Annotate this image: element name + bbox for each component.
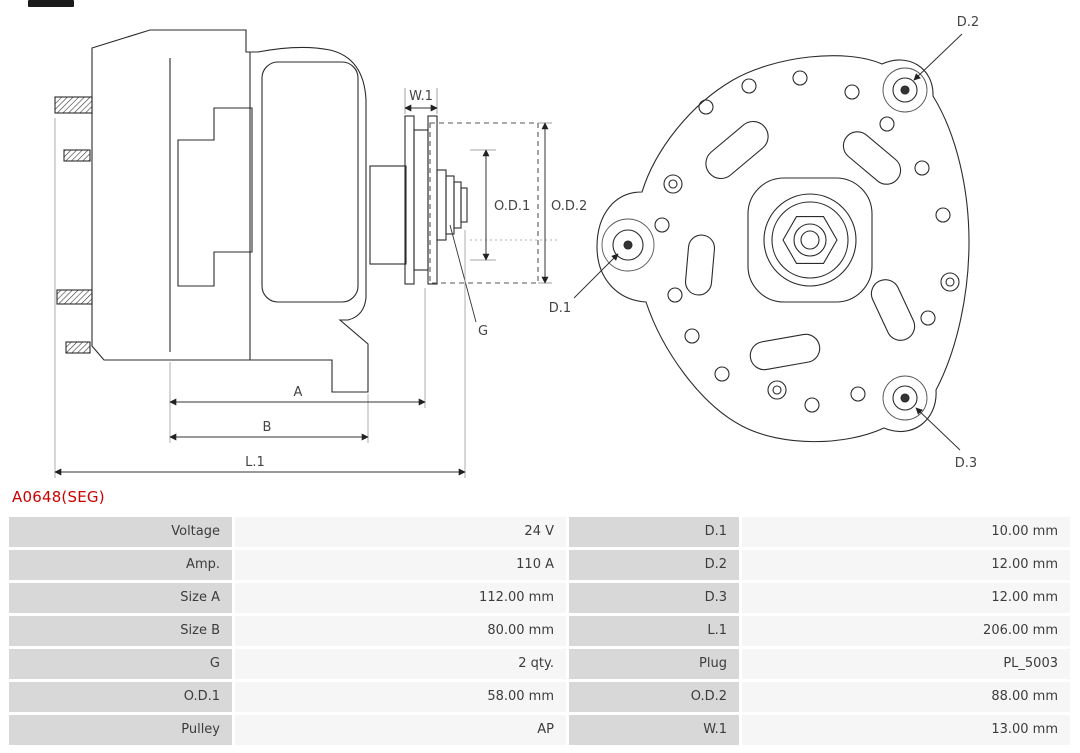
mounting-hole-d1	[612, 229, 644, 261]
spec-value-amp: 110 A	[235, 550, 566, 580]
dim-label-w1: W.1	[409, 89, 433, 104]
spec-label-plug: Plug	[569, 649, 739, 679]
shaft-nut-hexagon	[782, 216, 838, 264]
spec-label-size-b: Size B	[9, 616, 232, 646]
core-profile	[177, 107, 253, 287]
spec-value-w1: 13.00 mm	[742, 715, 1070, 745]
mounting-studs	[54, 96, 93, 354]
vent-slots	[684, 120, 916, 371]
spec-label-w1: W.1	[569, 715, 739, 745]
shaft-hub	[369, 165, 407, 265]
spec-value-d3: 12.00 mm	[742, 583, 1070, 613]
dim-label-a: A	[294, 385, 303, 400]
rear-view	[596, 55, 970, 443]
spec-label-size-a: Size A	[9, 583, 232, 613]
od-projection-box	[429, 122, 539, 284]
spec-value-size-b: 80.00 mm	[235, 616, 566, 646]
logo-fragment	[28, 0, 74, 7]
dim-label-b: B	[263, 420, 272, 435]
dim-label-d1: D.1	[549, 301, 571, 316]
center-hub	[747, 177, 873, 303]
spec-value-plug: PL_5003	[742, 649, 1070, 679]
spec-label-d2: D.2	[569, 550, 739, 580]
rear-bolts	[663, 174, 960, 400]
spec-value-d2: 12.00 mm	[742, 550, 1070, 580]
spec-label-voltage: Voltage	[9, 517, 232, 547]
spec-value-voltage: 24 V	[235, 517, 566, 547]
spec-value-pulley: AP	[235, 715, 566, 745]
spec-value-d1: 10.00 mm	[742, 517, 1070, 547]
spec-label-g: G	[9, 649, 232, 679]
spec-value-od2: 88.00 mm	[742, 682, 1070, 712]
spec-label-pulley: Pulley	[9, 715, 232, 745]
alternator-technical-drawing: W.1 O.D.1 O.D.2 G A B L.1	[54, 15, 979, 478]
spec-label-d1: D.1	[569, 517, 739, 547]
housing-outline	[91, 29, 369, 393]
spec-label-d3: D.3	[569, 583, 739, 613]
front-housing-inner	[261, 61, 359, 303]
spec-value-l1: 206.00 mm	[742, 616, 1070, 646]
part-number: A0648(SEG)	[12, 488, 105, 506]
rear-view-leaders	[573, 33, 963, 451]
spec-label-od2: O.D.2	[569, 682, 739, 712]
spec-value-od1: 58.00 mm	[235, 682, 566, 712]
pulley-grooves	[436, 169, 468, 241]
spec-label-amp: Amp.	[9, 550, 232, 580]
spec-label-od1: O.D.1	[9, 682, 232, 712]
side-view-dimensions	[54, 88, 552, 478]
dim-label-g: G	[478, 324, 488, 339]
spec-table: Voltage 24 V D.1 10.00 mm Amp. 110 A D.2…	[9, 517, 1070, 745]
spec-value-g: 2 qty.	[235, 649, 566, 679]
dim-label-d3: D.3	[955, 456, 977, 471]
spec-label-l1: L.1	[569, 616, 739, 646]
vent-holes	[654, 70, 951, 413]
dim-label-l1: L.1	[245, 455, 265, 470]
dim-label-od1: O.D.1	[494, 199, 530, 214]
dim-label-od2: O.D.2	[551, 199, 587, 214]
spec-value-size-a: 112.00 mm	[235, 583, 566, 613]
pulley	[404, 115, 438, 285]
alternator-diagram: W.1 O.D.1 O.D.2 G A B L.1	[54, 15, 979, 478]
mounting-hole-d3	[892, 385, 918, 411]
dim-label-d2: D.2	[957, 15, 979, 30]
mounting-hole-d2	[892, 77, 918, 103]
side-view	[54, 29, 560, 393]
